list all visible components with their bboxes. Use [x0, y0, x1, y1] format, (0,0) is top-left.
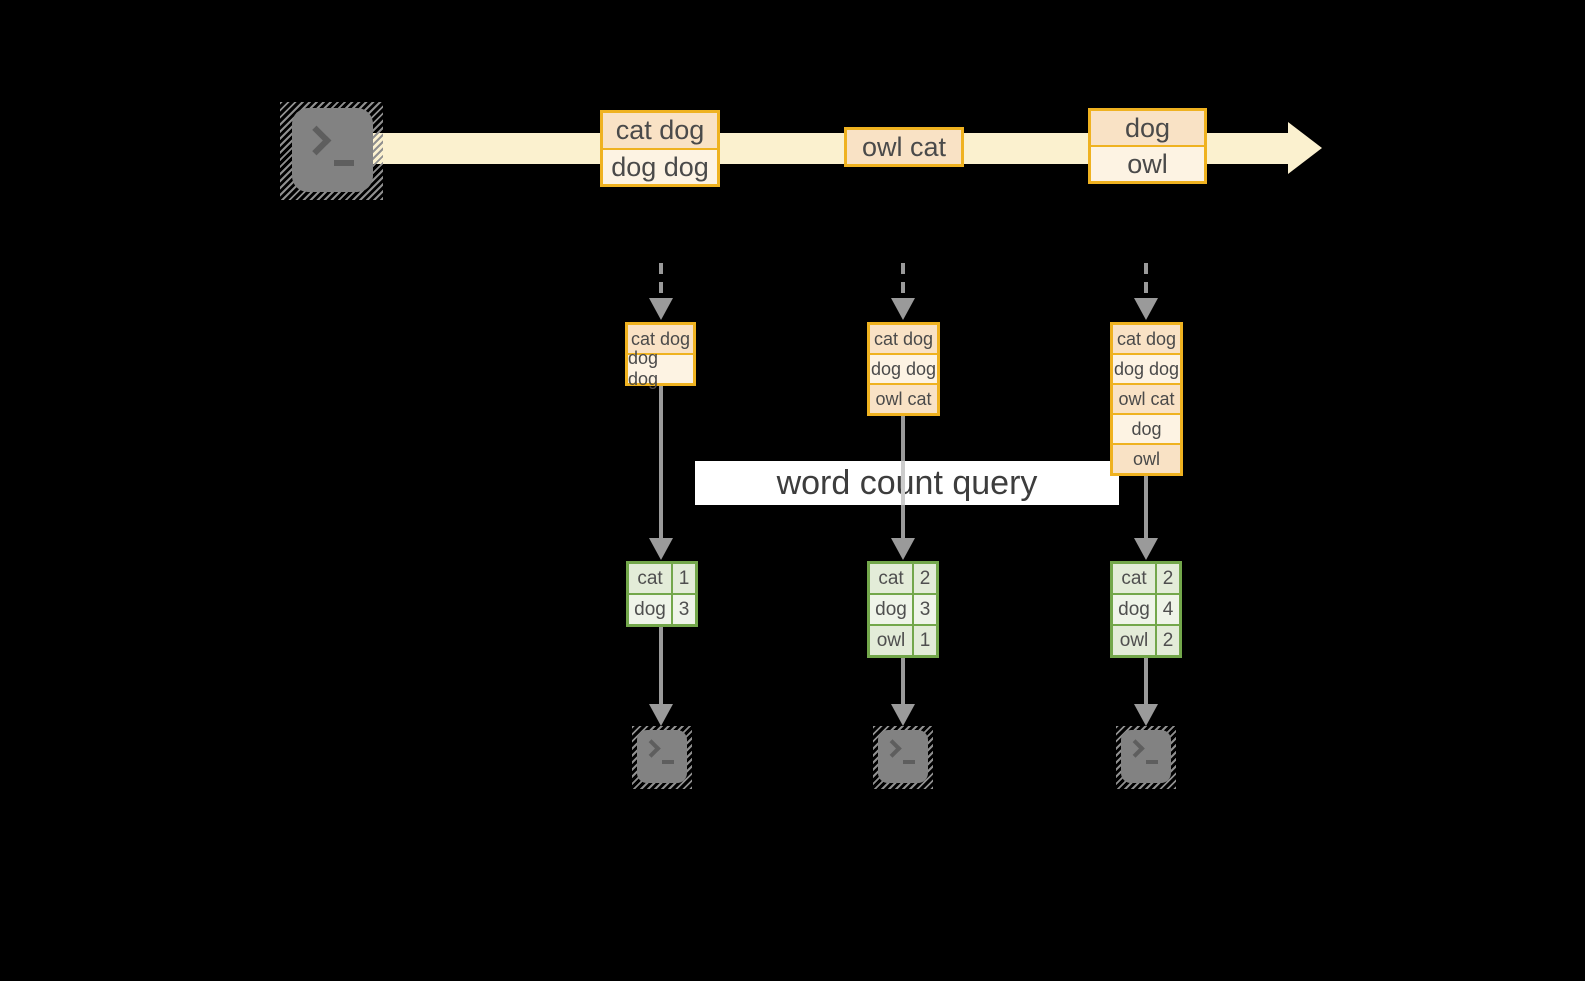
state-cell: owl cat	[870, 383, 937, 413]
terminal-chevron-icon	[883, 739, 902, 758]
terminal-icon	[632, 726, 692, 789]
terminal-icon	[280, 102, 383, 200]
terminal-underscore-icon	[334, 160, 354, 166]
terminal-chevron-icon	[301, 125, 332, 156]
input-state-stack: cat dog dog dog	[625, 322, 696, 389]
terminal-underscore-icon	[903, 760, 915, 764]
state-cell: cat dog	[628, 325, 693, 353]
word-cell: dog	[870, 595, 912, 624]
state-cell: cat dog	[870, 325, 937, 353]
word-cell: dog	[629, 595, 671, 624]
word-cell: cat	[629, 564, 671, 593]
down-arrow-icon	[649, 538, 673, 560]
count-cell: 2	[1157, 564, 1179, 593]
connector-line	[901, 658, 905, 704]
result-table: cat 2 dog 4 owl 2	[1110, 561, 1182, 658]
stream-event-cell: dog	[1091, 111, 1204, 145]
stream-event-box: dog owl	[1088, 108, 1207, 184]
down-arrow-dashed-line	[1144, 263, 1148, 300]
input-state-stack: cat dog dog dog owl cat dog owl	[1110, 322, 1183, 476]
state-cell: dog	[1113, 413, 1180, 443]
state-cell: dog dog	[628, 348, 693, 389]
word-cell: cat	[1113, 564, 1155, 593]
count-cell: 3	[914, 595, 936, 624]
input-state-stack: cat dog dog dog owl cat	[867, 322, 940, 416]
count-cell: 1	[914, 626, 936, 655]
connector-line	[659, 627, 663, 704]
result-table: cat 1 dog 3	[626, 561, 698, 627]
down-arrow-icon	[1134, 538, 1158, 560]
count-cell: 3	[673, 595, 695, 624]
terminal-underscore-icon	[1146, 760, 1158, 764]
state-cell: dog dog	[1113, 353, 1180, 383]
state-cell: cat dog	[1113, 325, 1180, 353]
down-arrow-dashed-line	[901, 263, 905, 300]
terminal-icon	[873, 726, 933, 789]
down-arrow-icon	[891, 704, 915, 726]
connector-line-over-band	[901, 461, 905, 505]
state-cell: owl	[1113, 443, 1180, 473]
connector-line	[1144, 658, 1148, 704]
connector-line	[901, 505, 905, 538]
stream-event-cell: cat dog	[603, 113, 717, 148]
stream-event-cell: dog dog	[603, 148, 717, 184]
word-cell: owl	[1113, 626, 1155, 655]
down-arrow-icon	[1134, 298, 1158, 320]
count-cell: 2	[914, 564, 936, 593]
query-label: word count query	[776, 463, 1038, 502]
connector-line	[659, 386, 663, 538]
stream-event-box: cat dog dog dog	[600, 110, 720, 187]
terminal-icon	[1116, 726, 1176, 789]
down-arrow-icon	[891, 298, 915, 320]
state-cell: dog dog	[870, 353, 937, 383]
stream-event-box: owl cat	[844, 127, 964, 167]
terminal-chevron-icon	[642, 739, 661, 758]
word-cell: dog	[1113, 595, 1155, 624]
stream-event-cell: owl cat	[847, 130, 961, 164]
down-arrow-icon	[1134, 704, 1158, 726]
word-cell: owl	[870, 626, 912, 655]
down-arrow-icon	[649, 298, 673, 320]
down-arrow-dashed-line	[659, 263, 663, 300]
result-table: cat 2 dog 3 owl 1	[867, 561, 939, 658]
count-cell: 2	[1157, 626, 1179, 655]
count-cell: 1	[673, 564, 695, 593]
terminal-underscore-icon	[662, 760, 674, 764]
word-cell: cat	[870, 564, 912, 593]
down-arrow-icon	[649, 704, 673, 726]
connector-line	[901, 416, 905, 461]
down-arrow-icon	[891, 538, 915, 560]
query-label-band: word count query	[695, 461, 1119, 505]
stream-event-cell: owl	[1091, 145, 1204, 181]
terminal-chevron-icon	[1126, 739, 1145, 758]
state-cell: owl cat	[1113, 383, 1180, 413]
connector-line	[1144, 476, 1148, 538]
right-arrow-icon	[1288, 122, 1322, 174]
count-cell: 4	[1157, 595, 1179, 624]
